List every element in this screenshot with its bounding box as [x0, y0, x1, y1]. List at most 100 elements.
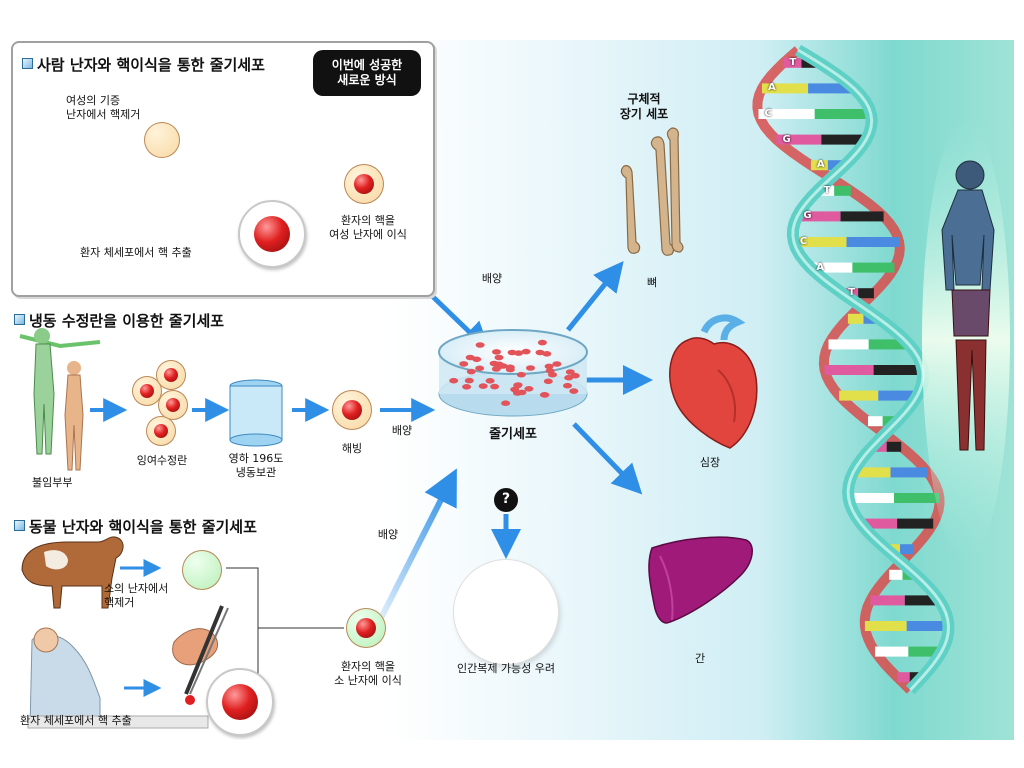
magnified-nucleus-2 [206, 668, 274, 736]
dna-rung [894, 493, 940, 503]
stem-cell-dot [542, 351, 552, 357]
extract-label-2: 환자 체세포에서 핵 추출 [20, 714, 132, 727]
stem-cell-dot [539, 392, 549, 398]
dna-rung [889, 569, 903, 580]
dna-rung [897, 518, 934, 529]
culture-label-3: 배양 [377, 528, 399, 541]
dna-rung [839, 390, 879, 401]
stem-cell-dot [459, 361, 469, 367]
dna-rung [797, 211, 841, 222]
bullet-square-icon [22, 58, 33, 69]
stem-cell-dot [464, 377, 474, 384]
cloning-concern-label: 인간복제 가능성 우려 [456, 662, 556, 675]
section3-title: 동물 난자와 핵이식을 통한 줄기세포 [14, 516, 257, 537]
extract-label-1: 환자 체세포에서 핵 추출 [80, 246, 192, 259]
question-mark-text: ? [501, 491, 511, 507]
stem-cell-dot [507, 349, 517, 356]
dna-rung [762, 83, 808, 94]
dna-rung [810, 160, 828, 171]
stem-cell-dot [501, 400, 511, 407]
section2-title: 냉동 수정란을 이용한 줄기세포 [14, 310, 224, 331]
dna-rung [758, 109, 815, 119]
dna-rung [875, 646, 909, 657]
magnified-nucleus-1 [238, 200, 306, 268]
dna-rung [878, 390, 918, 401]
stem-cell-dot [548, 371, 557, 378]
bullet-square-icon [14, 520, 25, 531]
dna-rung [908, 646, 942, 657]
stem-cell-dot [537, 339, 547, 346]
dna-rung [840, 211, 884, 222]
infertile-couple-label: 불임부부 [32, 476, 73, 489]
dna-rung [848, 493, 894, 503]
transferred-egg-cell [344, 164, 384, 204]
cow-egg-cell [182, 550, 222, 590]
petri-dish [438, 329, 588, 417]
stem-cell-dot [466, 368, 476, 375]
heart-label: 심장 [699, 456, 721, 469]
patient-figure-2 [27, 627, 209, 729]
heart-illustration [669, 314, 758, 449]
donor-egg-cell [144, 122, 180, 158]
stem-cell-dot [475, 365, 485, 372]
dna-rung [846, 237, 900, 247]
culture-label-top: 배양 [481, 272, 503, 285]
dna-base-letter: G [803, 210, 812, 222]
stem-cell-dot [505, 364, 515, 371]
stem-cell-dot [462, 384, 472, 390]
section3-connectors [120, 559, 162, 697]
stem-cell-dot [552, 361, 562, 367]
dna-rung [886, 441, 902, 452]
couple-figure [19, 328, 101, 471]
stem-cell-dot [521, 348, 531, 355]
dna-rung [868, 416, 883, 427]
stem-cell-dot [472, 356, 482, 363]
cloning-panel [454, 560, 558, 664]
stem-cell-dot [526, 365, 535, 371]
dna-base-letter: T [848, 287, 856, 299]
dna-rung [793, 237, 847, 247]
dna-base-letter: C [764, 108, 772, 119]
dna-base-letter: A [768, 82, 776, 94]
bone-label: 뼈 [646, 276, 658, 289]
dna-rung [828, 339, 869, 350]
stem-cell-dot [544, 363, 554, 370]
dna-rung [861, 518, 898, 529]
dna-rung [904, 595, 940, 606]
stem-cell-label: 줄기세포 [489, 427, 537, 442]
stem-cell-dot [565, 369, 575, 375]
stem-cell-dot [512, 390, 522, 396]
stem-cell-dot [570, 372, 580, 379]
dna-rung [808, 83, 855, 94]
dna-rung [870, 595, 905, 606]
stem-cell-dot [524, 386, 534, 392]
liver-label: 간 [694, 652, 706, 665]
culture-label-2: 배양 [391, 424, 413, 437]
dna-rung [852, 262, 895, 273]
dna-rung [868, 339, 909, 350]
cow-figure [21, 536, 124, 609]
dna-rung [858, 288, 874, 299]
dna-base-letter: A [816, 261, 825, 273]
dna-rung [847, 313, 864, 324]
frozen-cylinder [229, 379, 283, 447]
dna-base-letter: C [799, 236, 808, 247]
section1-title: 사람 난자와 핵이식을 통한 줄기세포 [22, 54, 265, 75]
dna-base-letter: T [823, 184, 831, 196]
dna-rung [900, 544, 914, 555]
thawed-embryo-cell [332, 390, 372, 430]
stem-cell-dot [563, 382, 572, 389]
dna-rung [821, 134, 867, 145]
dna-rung [864, 621, 907, 631]
dna-rung [810, 262, 853, 273]
human-figure-illustration [922, 120, 1010, 560]
stem-cell-dot [491, 366, 501, 372]
stem-cell-dot [478, 383, 488, 389]
question-icon [494, 488, 518, 512]
stem-cell-dot [485, 378, 495, 384]
